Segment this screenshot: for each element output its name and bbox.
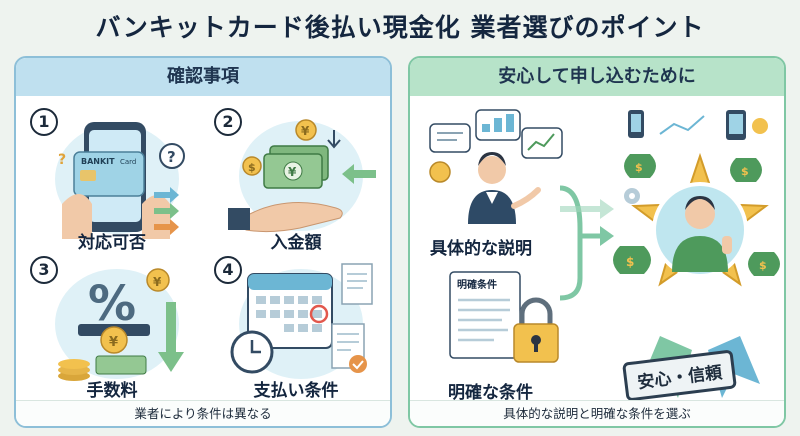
step-number-3: 3 bbox=[30, 256, 58, 284]
step-number-1: 1 bbox=[30, 108, 58, 136]
safe-application-panel: 安心して申し込むために 明確条件 bbox=[408, 56, 786, 428]
step-number-4: 4 bbox=[214, 256, 242, 284]
svg-text:¥: ¥ bbox=[109, 335, 118, 350]
card-sub-text: Card bbox=[120, 158, 136, 166]
phone-card-illustration: BANKIT Card ? ? bbox=[55, 122, 185, 239]
conditions-label: 明確な条件 bbox=[448, 383, 533, 403]
card-brand-text: BANKIT bbox=[81, 157, 115, 166]
fee-percent-illustration: % ¥ ¥ bbox=[55, 268, 184, 381]
step-number-2: 2 bbox=[214, 108, 242, 136]
svg-text:$: $ bbox=[626, 255, 634, 269]
payment-terms-label: 支払い条件 bbox=[253, 381, 339, 401]
check-items-footer: 業者により条件は異なる bbox=[16, 400, 390, 426]
explanation-label: 具体的な説明 bbox=[430, 239, 532, 259]
svg-text:$: $ bbox=[248, 161, 256, 174]
check-item-payment-terms: 4 支払い条件 bbox=[206, 252, 386, 402]
safe-application-footer: 具体的な説明と明確な条件を選ぶ bbox=[410, 400, 784, 426]
calendar-clock-illustration bbox=[230, 263, 373, 379]
safe-application-header: 安心して申し込むために bbox=[410, 58, 784, 96]
svg-text:¥: ¥ bbox=[288, 165, 297, 179]
svg-text:$: $ bbox=[741, 165, 749, 178]
svg-text:$: $ bbox=[759, 259, 767, 272]
deposit-label: 入金額 bbox=[270, 233, 322, 253]
check-item-deposit: ¥ ¥ $ 2 入金額 bbox=[206, 104, 386, 254]
svg-text:?: ? bbox=[58, 152, 66, 168]
svg-text:$: $ bbox=[635, 161, 643, 174]
check-item-availability: BANKIT Card ? ? 1 対応可否 bbox=[22, 104, 202, 254]
page-title: バンキットカード後払い現金化 業者選びのポイント bbox=[95, 13, 705, 42]
check-items-header: 確認事項 bbox=[16, 58, 390, 96]
fee-label: 手数料 bbox=[86, 381, 138, 401]
doc-title-text: 明確条件 bbox=[457, 278, 497, 291]
svg-text:¥: ¥ bbox=[153, 275, 162, 289]
svg-text:%: % bbox=[88, 276, 136, 332]
cash-hand-illustration: ¥ ¥ $ bbox=[228, 119, 376, 233]
svg-text:¥: ¥ bbox=[301, 124, 310, 138]
check-item-fee: % ¥ ¥ 3 手数料 bbox=[22, 252, 202, 402]
check-items-panel: 確認事項 BANKIT Card ? ? 1 対応可否 bbox=[14, 56, 392, 428]
availability-label: 対応可否 bbox=[78, 233, 146, 253]
svg-text:?: ? bbox=[167, 148, 176, 166]
